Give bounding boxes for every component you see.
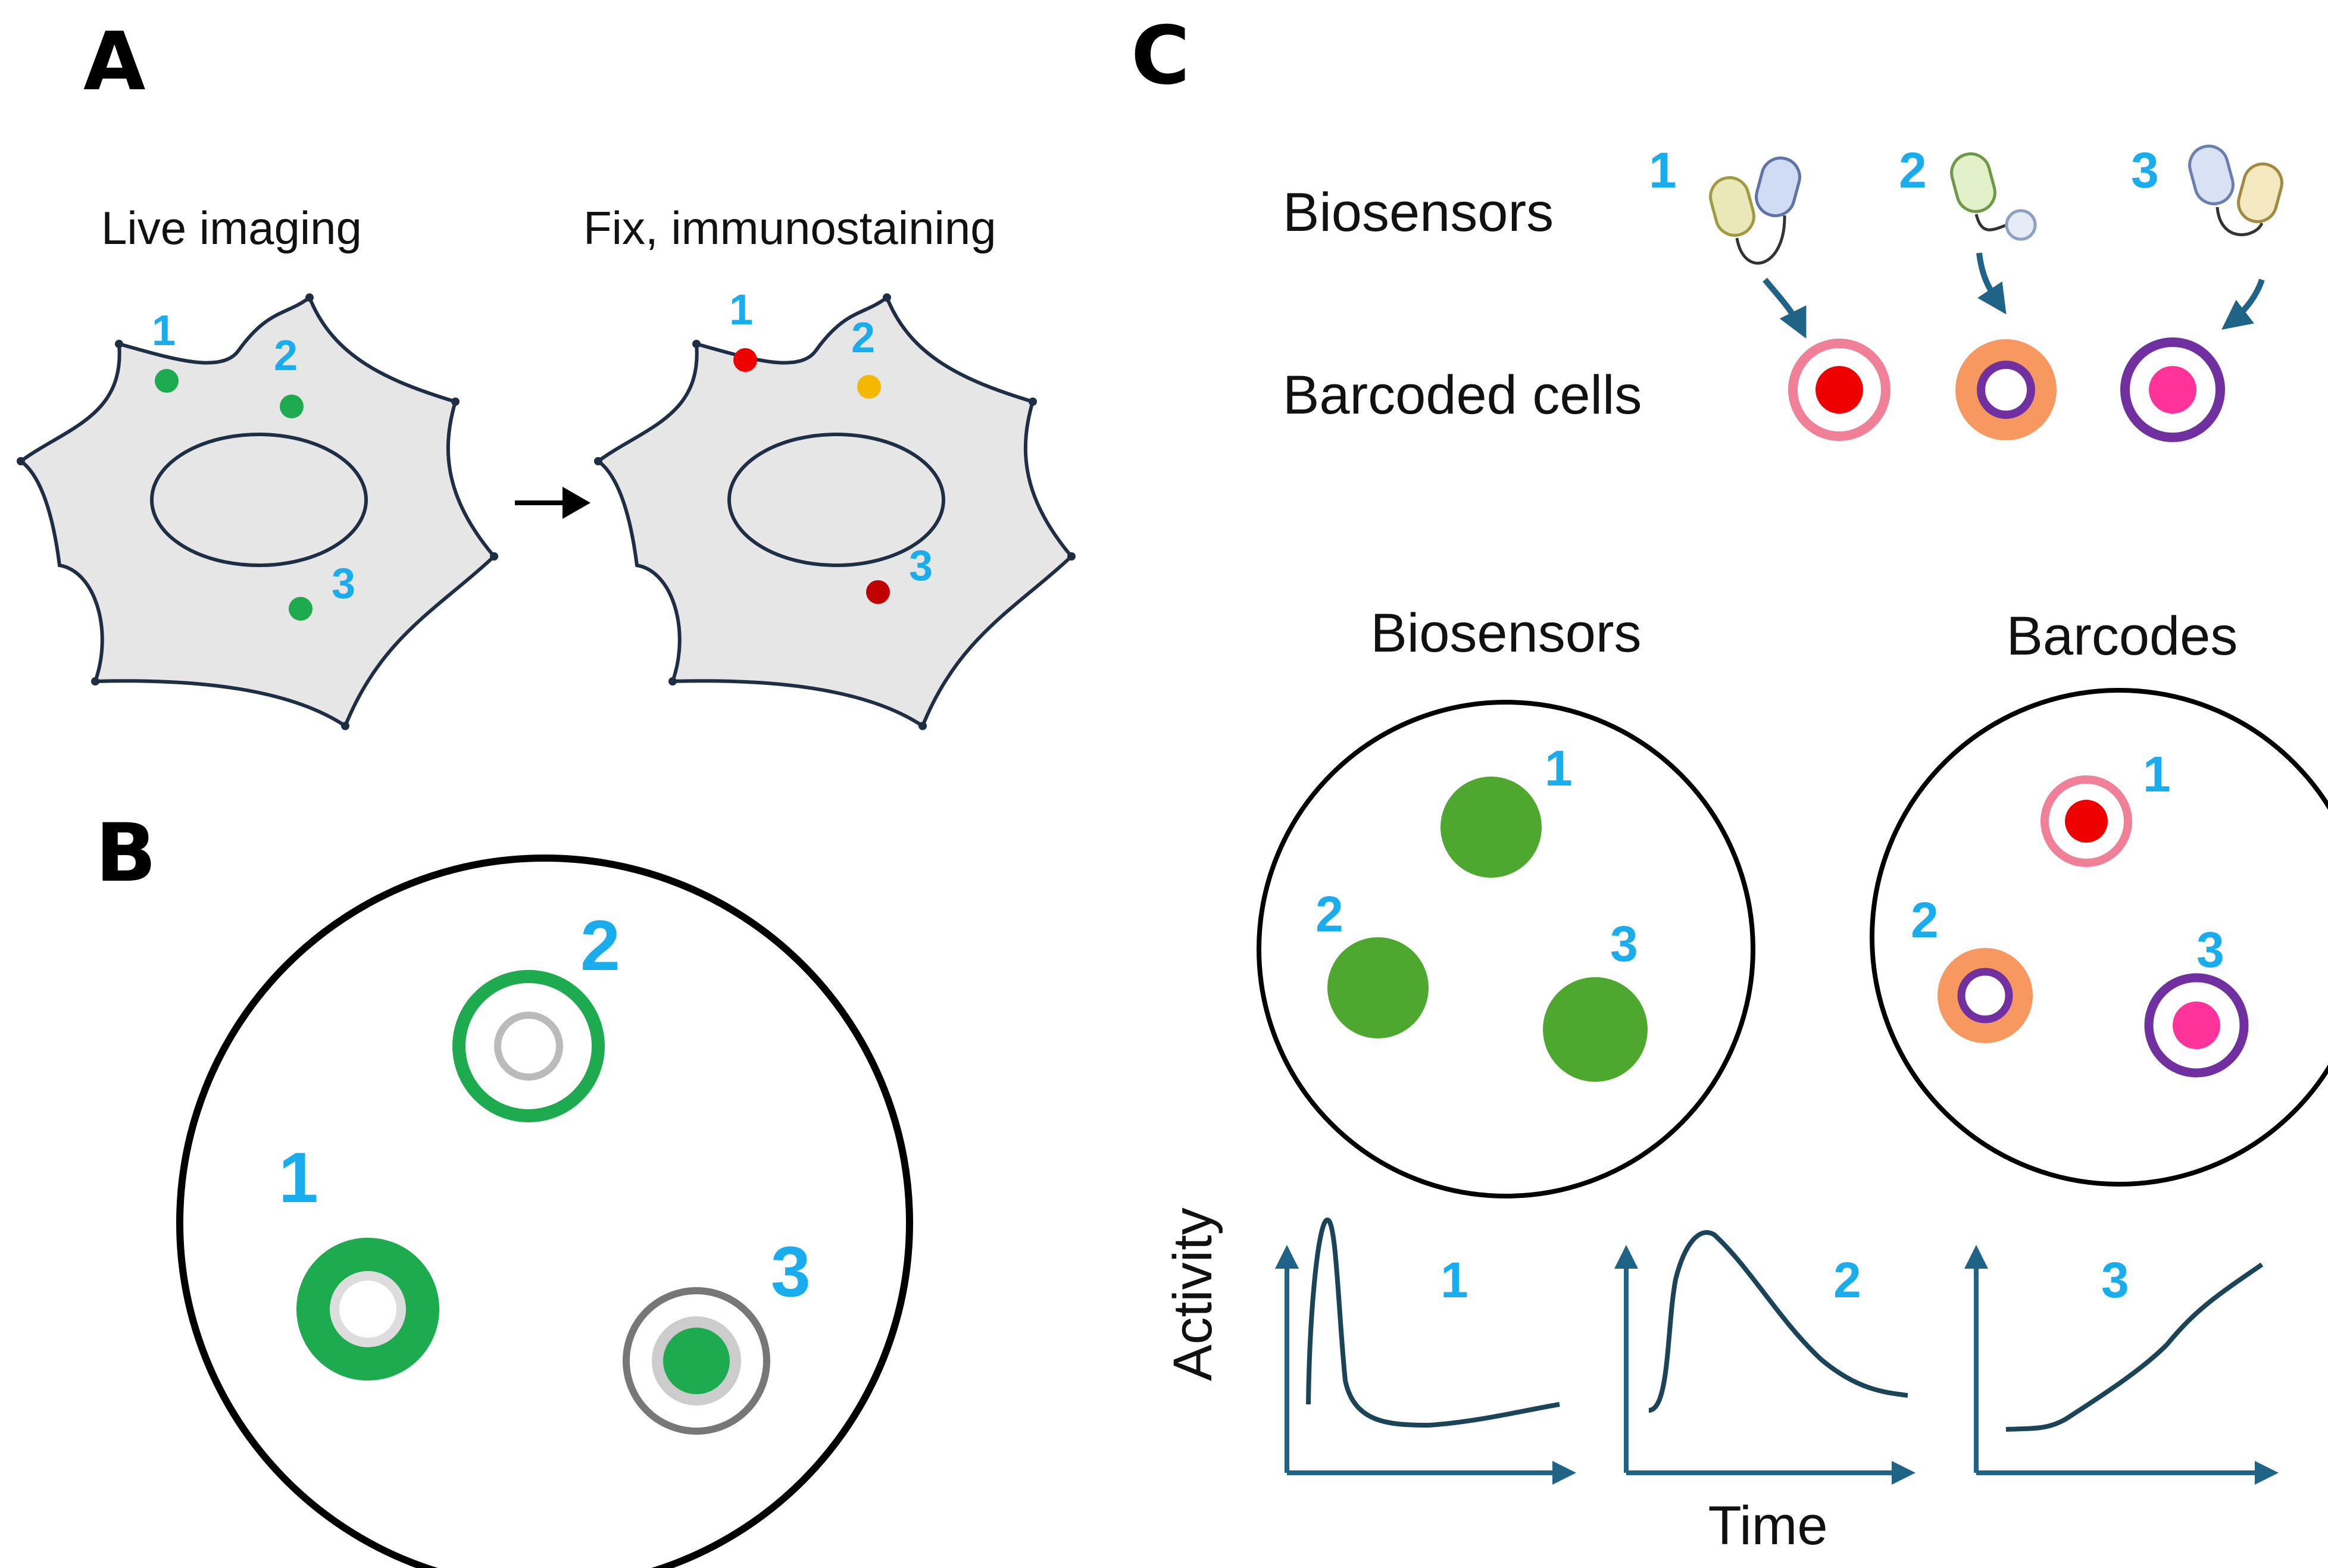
fixed-cell-nucleus <box>727 433 945 567</box>
live-spot-1 <box>155 369 179 393</box>
sensor-label-1: 1 <box>1649 142 1677 198</box>
live-spot-label-2: 2 <box>274 332 298 380</box>
trace-label-1: 1 <box>1440 1252 1468 1308</box>
dish-barcodes: 1 2 3 <box>1870 688 2328 1187</box>
live-spot-label-1: 1 <box>152 307 176 355</box>
panel-c: C Biosensors Barcoded cells 1 2 3 <box>1131 9 2328 1556</box>
sensor-label-2: 2 <box>1899 142 1927 198</box>
fixed-cell-membrane <box>595 295 1074 729</box>
fixed-spot-1 <box>733 348 757 372</box>
dish-barcode-label-2: 2 <box>1911 892 1939 948</box>
dish-barcode-label-1: 1 <box>2143 746 2171 802</box>
biosensor-cell-1 <box>1440 777 1542 878</box>
dish-biosensors-title: Biosensors <box>1370 603 1641 663</box>
barcode-cell-2 <box>1955 339 2057 440</box>
dish-biosensor-label-3: 3 <box>1610 916 1638 972</box>
fixed-spot-3 <box>866 580 890 604</box>
cell-b-label-1: 1 <box>279 1138 318 1218</box>
dish-barcode-label-3: 3 <box>2196 922 2224 978</box>
panel-b-letter: B <box>95 806 157 900</box>
barcode-cell-1 <box>1788 339 1890 441</box>
panel-c-letter: C <box>1131 9 1190 102</box>
live-cell-nucleus <box>150 433 368 567</box>
y-axis-label: Activity <box>1163 1207 1223 1381</box>
trace-plot-3: 3 <box>1964 1245 2279 1485</box>
sensor-label-3: 3 <box>2131 142 2159 198</box>
dish-barcode-cell-3 <box>2144 973 2249 1078</box>
fixed-spot-label-2: 2 <box>851 314 875 362</box>
right-arrow-icon <box>515 487 590 519</box>
panel-b: B 2 1 3 <box>95 806 913 1568</box>
biosensor-icon-3: 3 <box>2131 142 2283 330</box>
biosensor-cell-2 <box>1327 937 1429 1038</box>
cell-b-label-2: 2 <box>580 906 620 985</box>
activity-curve-2 <box>1648 1230 1908 1413</box>
trace-plot-1: 1 <box>1275 1217 1576 1485</box>
fix-immunostaining-title: Fix, immunostaining <box>583 202 996 254</box>
trace-label-3: 3 <box>2101 1252 2129 1308</box>
dish-biosensors: 1 2 3 <box>1257 700 1755 1198</box>
dish-barcode-cell-2 <box>1938 948 2033 1043</box>
dish-barcodes-title: Barcodes <box>2007 606 2238 666</box>
biosensor-icon-1: 1 <box>1649 142 1807 339</box>
panel-a-letter: A <box>83 15 145 108</box>
barcoded-cells-row-label: Barcoded cells <box>1283 365 1642 425</box>
cell-b-2 <box>452 970 605 1122</box>
biosensors-row-label: Biosensors <box>1283 182 1554 243</box>
cell-b-1 <box>296 1238 439 1381</box>
dish-barcode-cell-1 <box>2040 775 2132 867</box>
dish-biosensor-label-1: 1 <box>1545 740 1573 796</box>
cell-b-3 <box>623 1287 770 1435</box>
biosensor-icon-2: 2 <box>1899 142 2037 315</box>
live-cell-membrane <box>17 295 497 729</box>
live-cell: 1 2 3 <box>17 293 498 730</box>
x-axis-label: Time <box>1708 1495 1827 1556</box>
barcode-cell-3 <box>2120 337 2225 442</box>
live-imaging-title: Live imaging <box>101 202 362 254</box>
trace-plot-2: 2 <box>1614 1230 1915 1485</box>
fixed-spot-label-1: 1 <box>729 286 753 334</box>
activity-curve-1 <box>1306 1217 1560 1428</box>
live-spot-3 <box>289 597 313 621</box>
dish-biosensor-label-2: 2 <box>1315 886 1343 942</box>
activity-curve-3 <box>2005 1262 2264 1432</box>
live-spot-label-3: 3 <box>332 560 355 608</box>
fixed-spot-2 <box>857 375 881 399</box>
trace-label-2: 2 <box>1833 1252 1861 1308</box>
cell-b-label-3: 3 <box>771 1232 811 1312</box>
fixed-spot-label-3: 3 <box>909 542 933 590</box>
fixed-cell: 1 2 3 <box>594 286 1076 730</box>
panel-a: A Live imaging Fix, immunostaining 1 2 3 <box>17 15 1076 730</box>
live-spot-2 <box>280 395 304 418</box>
biosensor-cell-3 <box>1543 977 1648 1082</box>
